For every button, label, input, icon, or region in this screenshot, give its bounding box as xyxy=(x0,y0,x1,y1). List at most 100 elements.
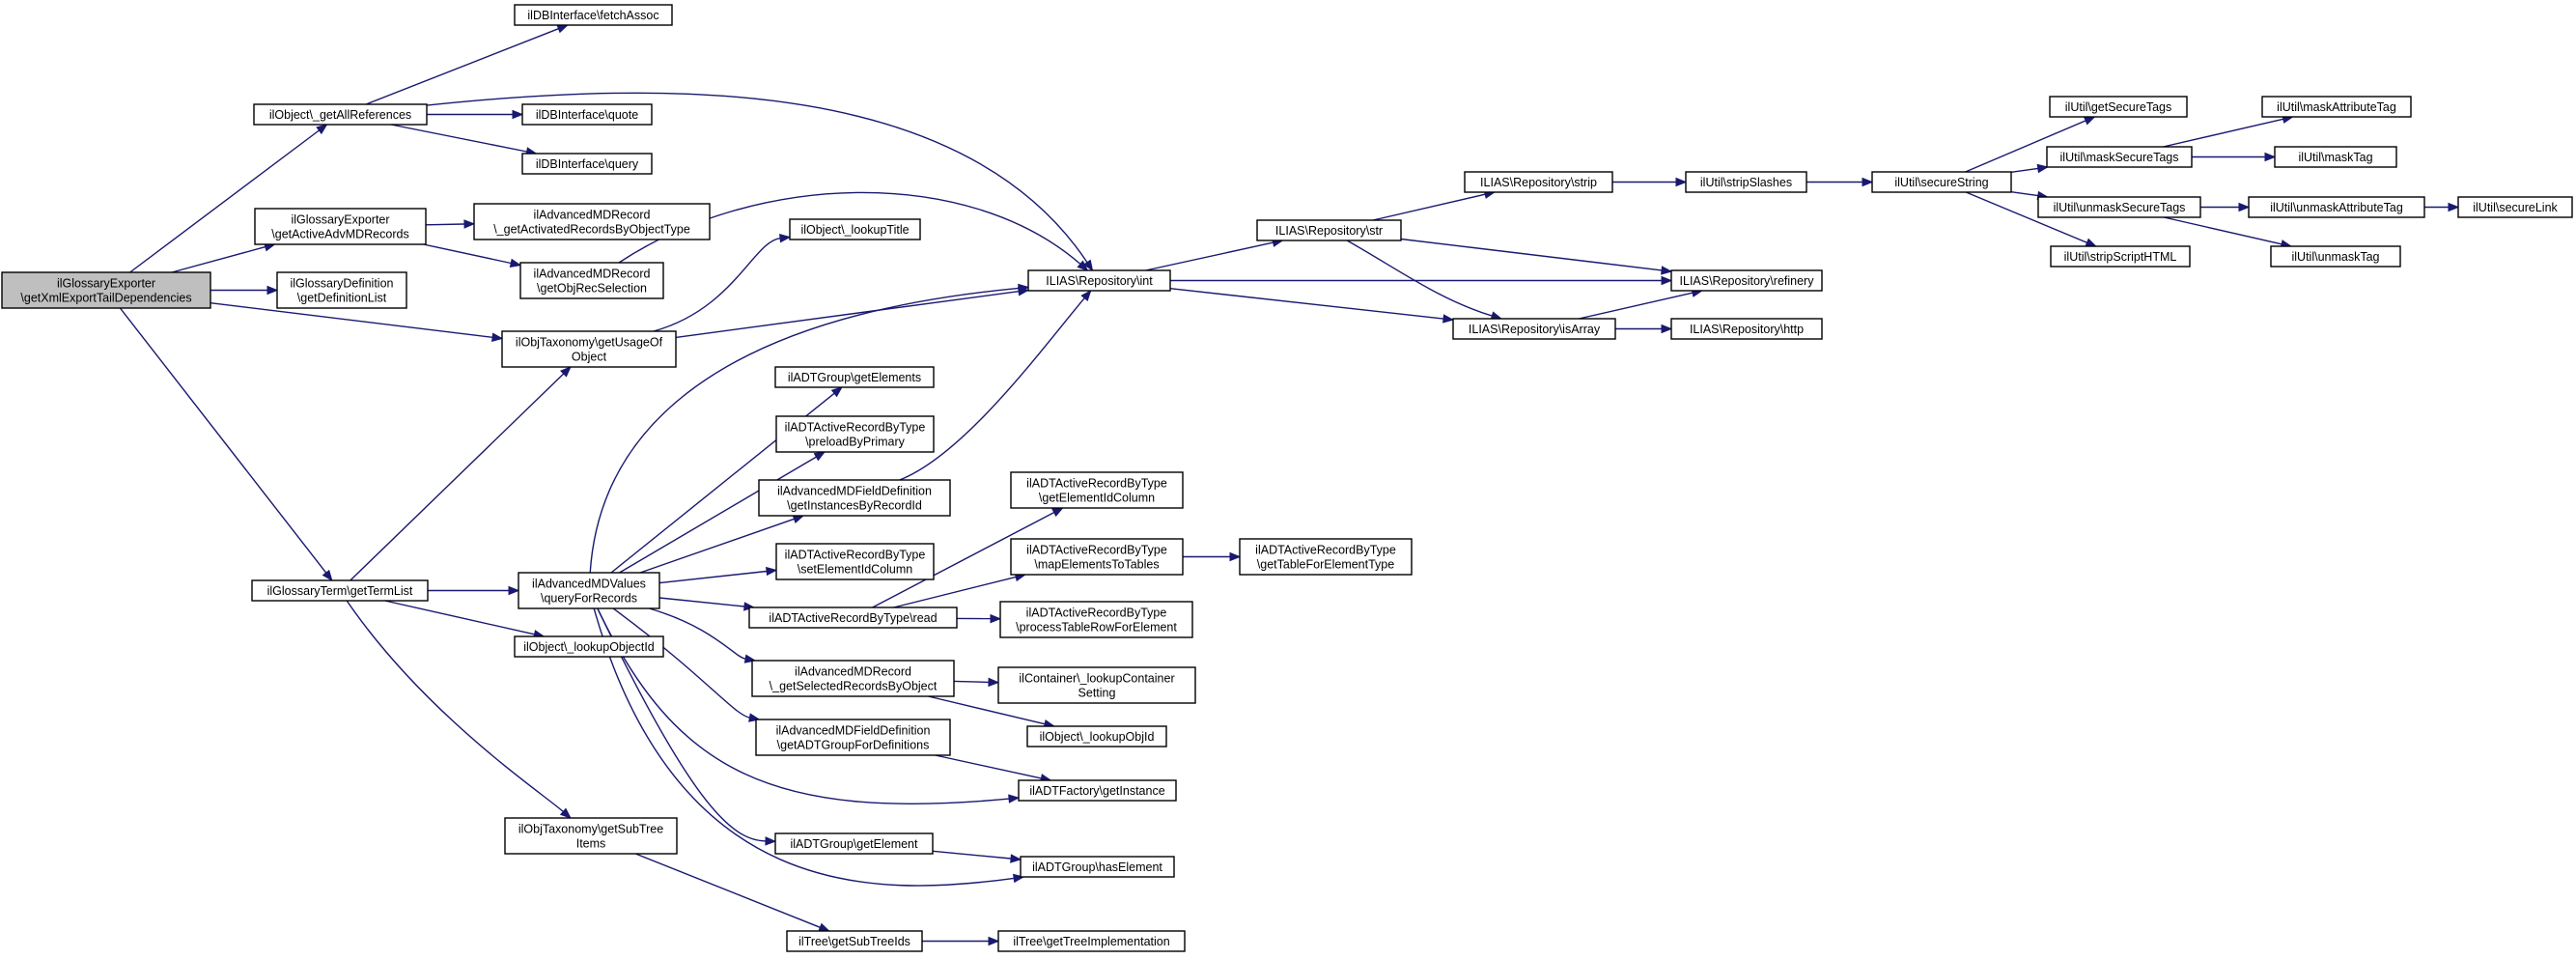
edge-line xyxy=(426,92,1088,264)
edge-line xyxy=(872,511,1055,608)
node-secureLink[interactable]: ilUtil\secureLink xyxy=(2457,196,2573,218)
node-label-line: ilUtil\secureLink xyxy=(2473,201,2558,214)
node-secureString[interactable]: ilUtil\secureString xyxy=(1871,171,2012,193)
edge-line xyxy=(649,607,746,660)
node-box xyxy=(1256,219,1402,241)
edge-getADTGroupFor-to-adtFactory xyxy=(935,754,1052,783)
node-adtGetElements[interactable]: ilADTGroup\getElements xyxy=(774,366,935,388)
edge-repoInt-to-repoStr xyxy=(1145,238,1284,271)
node-getActivatedRecs[interactable]: ilAdvancedMDRecord\_getActivatedRecordsB… xyxy=(473,203,711,240)
node-getSelRecs[interactable]: ilAdvancedMDRecord\_getSelectedRecordsBy… xyxy=(751,660,955,697)
edge-line xyxy=(619,456,817,574)
edge-queryForRecs-to-repoInt xyxy=(589,283,1030,574)
node-preload[interactable]: ilADTActiveRecordByType\preloadByPrimary xyxy=(775,415,935,453)
node-unmaskTag[interactable]: ilUtil\unmaskTag xyxy=(2270,245,2401,268)
edge-queryForRecs-to-adtGetElement xyxy=(597,607,777,846)
edge-arrowhead xyxy=(316,124,328,135)
node-root[interactable]: ilGlossaryExporter\getXmlExportTailDepen… xyxy=(1,271,211,309)
node-query[interactable]: ilDBInterface\query xyxy=(521,153,653,175)
node-label-line: ilUtil\unmaskTag xyxy=(2291,250,2379,264)
edge-arrowhead xyxy=(1675,177,1688,187)
edge-arrowhead xyxy=(1018,283,1030,294)
node-label-line: ilUtil\stripScriptHTML xyxy=(2064,250,2177,264)
edge-arrowhead xyxy=(1051,507,1064,518)
edge-arrowhead xyxy=(1229,551,1242,562)
node-label-line: Items xyxy=(576,837,606,851)
node-label-line: ilADTActiveRecordByType\read xyxy=(769,611,937,625)
node-getSecureTags[interactable]: ilUtil\getSecureTags xyxy=(2049,96,2188,118)
node-getADTGroupFor[interactable]: ilAdvancedMDFieldDefinition\getADTGroupF… xyxy=(755,719,951,756)
edge-arrowhead xyxy=(556,24,570,34)
node-repoStr[interactable]: ILIAS\Repository\str xyxy=(1256,219,1402,241)
edge-line xyxy=(1145,241,1274,271)
node-adtGetElement[interactable]: ilADTGroup\getElement xyxy=(774,832,934,855)
node-getTermList[interactable]: ilGlossaryTerm\getTermList xyxy=(251,579,429,602)
node-label-line: \preloadByPrimary xyxy=(805,436,906,449)
edge-line xyxy=(1346,240,1493,317)
edge-arrowhead xyxy=(1080,289,1092,302)
node-repoInt[interactable]: ILIAS\Repository\int xyxy=(1027,269,1171,292)
node-setElemId[interactable]: ilADTActiveRecordByType\setElementIdColu… xyxy=(775,543,935,580)
edge-root-to-getTermList xyxy=(119,307,333,582)
edge-arrowhead xyxy=(2083,116,2096,126)
edge-arrowhead xyxy=(779,234,792,243)
node-label-line: ilContainer\_lookupContainer xyxy=(1019,672,1174,686)
edge-adtGetElement-to-hasElement xyxy=(932,850,1022,863)
node-unmaskAttrTag[interactable]: ilUtil\unmaskAttributeTag xyxy=(2248,196,2425,218)
node-quote[interactable]: ilDBInterface\quote xyxy=(521,103,653,126)
edge-line xyxy=(2010,167,2038,173)
edge-arrowhead xyxy=(266,285,279,296)
node-lookupObjectId[interactable]: ilObject\_lookupObjectId xyxy=(514,635,664,658)
node-getDefList[interactable]: ilGlossaryDefinition\getDefinitionList xyxy=(276,271,407,309)
node-fetchAssoc[interactable]: ilDBInterface\fetchAssoc xyxy=(514,4,673,26)
node-box xyxy=(1670,269,1823,292)
node-label-line: ilDBInterface\quote xyxy=(536,108,638,122)
node-queryForRecs[interactable]: ilAdvancedMDValues\queryForRecords xyxy=(518,572,660,609)
node-getSubTreeIds[interactable]: ilTree\getSubTreeIds xyxy=(786,930,923,952)
node-isArray[interactable]: ILIAS\Repository\isArray xyxy=(1452,318,1616,340)
node-lookupTitle[interactable]: ilObject\_lookupTitle xyxy=(789,218,921,240)
node-label-line: \processTableRowForElement xyxy=(1016,621,1177,635)
node-repoStrip[interactable]: ILIAS\Repository\strip xyxy=(1464,171,1613,193)
node-maskSecureTags[interactable]: ilUtil\maskSecureTags xyxy=(2046,146,2193,168)
node-getTableFor[interactable]: ilADTActiveRecordByType\getTableForEleme… xyxy=(1239,538,1413,576)
edge-maskSecureTags-to-maskAttrTag xyxy=(2163,114,2294,148)
node-hasElement[interactable]: ilADTGroup\hasElement xyxy=(1020,856,1175,878)
edge-line xyxy=(171,245,266,273)
node-box xyxy=(1670,318,1823,340)
node-label-line: ilADTGroup\hasElement xyxy=(1032,860,1162,874)
edge-line xyxy=(119,307,327,574)
node-label-line: ilGlossaryExporter xyxy=(57,277,155,291)
node-unmaskSecureTags[interactable]: ilUtil\unmaskSecureTags xyxy=(2037,196,2201,218)
node-refinery[interactable]: ILIAS\Repository\refinery xyxy=(1670,269,1823,292)
node-stripSlashes[interactable]: ilUtil\stripSlashes xyxy=(1685,171,1807,193)
node-label-line: ilDBInterface\query xyxy=(536,157,639,171)
node-box xyxy=(254,208,427,245)
edge-arrowhead xyxy=(1082,259,1094,272)
node-getInstByRec[interactable]: ilAdvancedMDFieldDefinition\getInstances… xyxy=(758,479,951,517)
node-adtRead[interactable]: ilADTActiveRecordByType\read xyxy=(748,606,958,629)
node-box xyxy=(1452,318,1616,340)
node-processRow[interactable]: ilADTActiveRecordByType\processTableRowF… xyxy=(999,601,1193,638)
node-lookupObjId[interactable]: ilObject\_lookupObjId xyxy=(1026,725,1167,747)
node-label-line: \getInstancesByRecordId xyxy=(787,499,922,513)
edge-line xyxy=(639,518,795,574)
node-maskAttrTag[interactable]: ilUtil\maskAttributeTag xyxy=(2261,96,2412,118)
node-getTreeImpl[interactable]: ilTree\getTreeImplementation xyxy=(997,930,1186,952)
node-getElemIdCol[interactable]: ilADTActiveRecordByType\getElementIdColu… xyxy=(1010,471,1184,509)
node-getActiveAdv[interactable]: ilGlossaryExporter\getActiveAdvMDRecords xyxy=(254,208,427,245)
node-stripScript[interactable]: ilUtil\stripScriptHTML xyxy=(2050,245,2191,268)
node-http[interactable]: ILIAS\Repository\http xyxy=(1670,318,1823,340)
node-adtFactory[interactable]: ilADTFactory\getInstance xyxy=(1018,779,1177,802)
node-label-line: ilAdvancedMDFieldDefinition xyxy=(777,485,932,498)
node-maskTag[interactable]: ilUtil\maskTag xyxy=(2274,146,2397,168)
node-label-line: \getObjRecSelection xyxy=(537,282,647,296)
node-getObjRecSel[interactable]: ilAdvancedMDRecord\getObjRecSelection xyxy=(519,262,664,299)
node-label-line: \setElementIdColumn xyxy=(798,563,913,577)
node-getAllRefs[interactable]: ilObject\_getAllReferences xyxy=(253,103,428,126)
node-mapElems[interactable]: ilADTActiveRecordByType\mapElementsToTab… xyxy=(1010,538,1184,576)
